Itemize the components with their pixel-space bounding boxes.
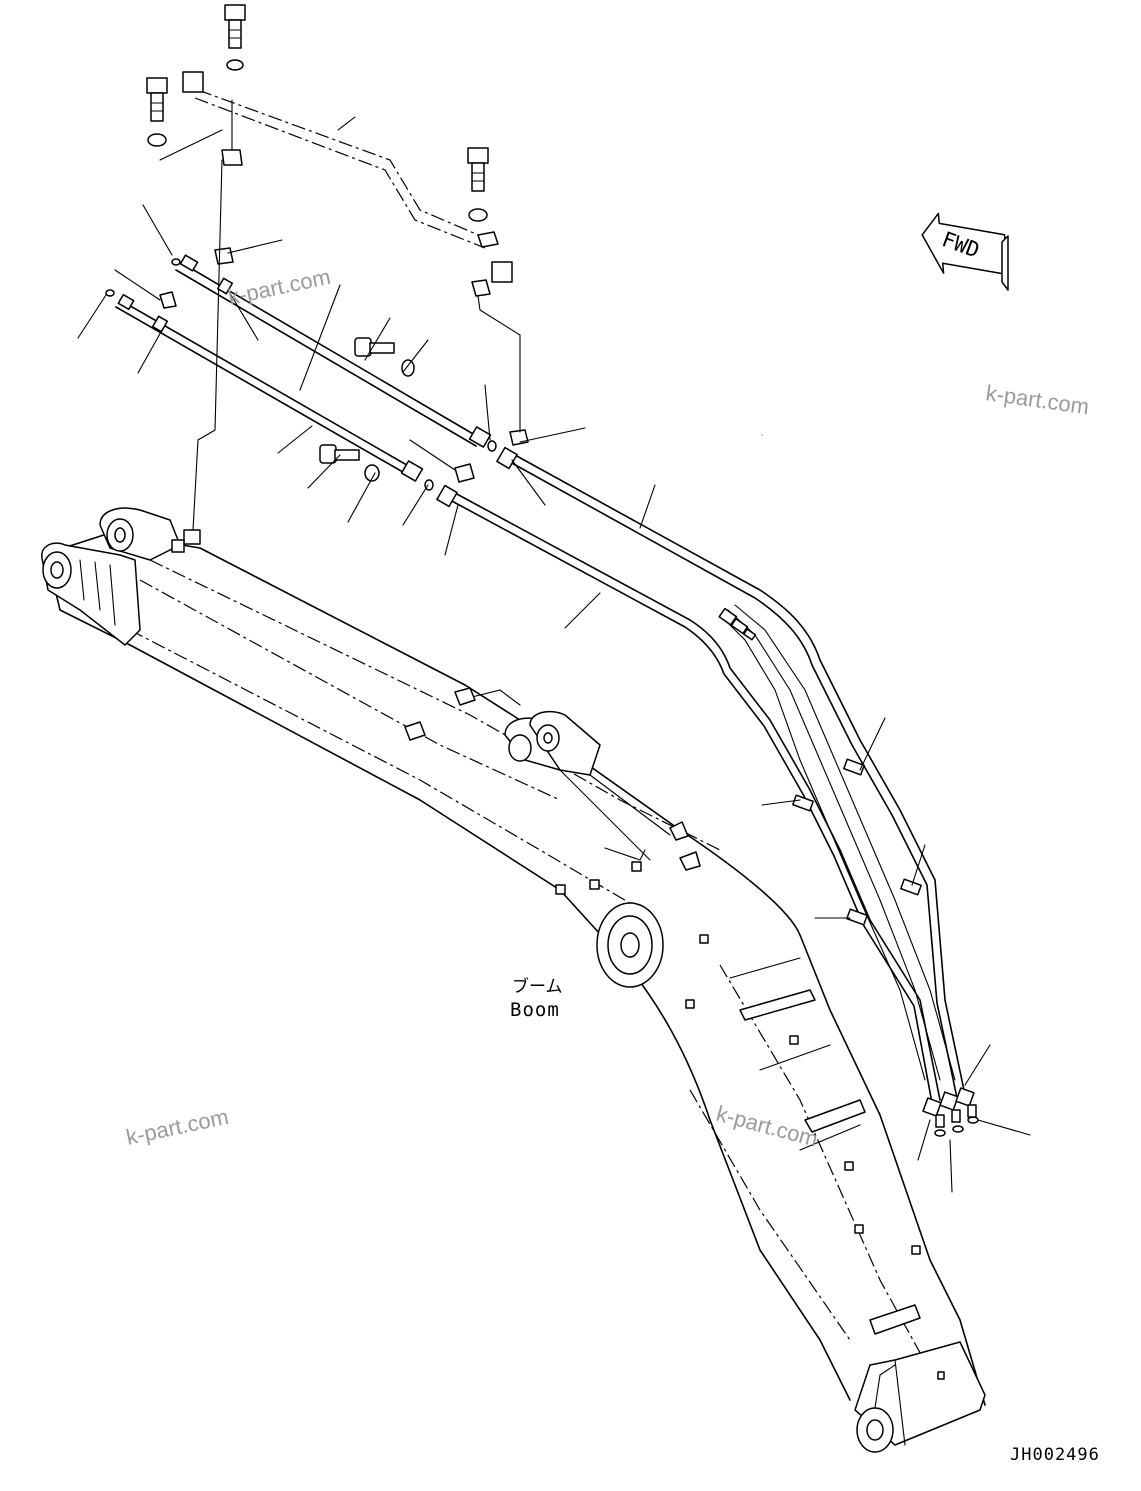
clamp-bracket xyxy=(214,247,234,265)
pipe-flange-block xyxy=(182,71,204,93)
bolt xyxy=(319,444,380,482)
boom-label-en: Boom xyxy=(510,999,560,1021)
fwd-direction-arrow: FWD xyxy=(921,212,1009,291)
bolt xyxy=(467,147,489,222)
pipe-clamp xyxy=(843,758,865,776)
drawing-code: JH002496 xyxy=(1010,1445,1100,1465)
pipe-clamp xyxy=(900,878,922,896)
boom-label-jp: ブーム xyxy=(512,976,563,997)
pipe-flange-block xyxy=(491,261,513,283)
clamp-bracket xyxy=(159,291,177,309)
clamp-bracket xyxy=(454,463,475,483)
watermark: k-part.com xyxy=(226,264,333,310)
watermark: k-part.com xyxy=(714,1101,821,1152)
pipe-clamp xyxy=(846,908,868,926)
bolt xyxy=(224,4,246,71)
clamp-bracket xyxy=(509,429,529,446)
boom-body xyxy=(41,507,986,1453)
watermark: k-part.com xyxy=(124,1104,231,1150)
bolt xyxy=(354,337,415,377)
exploded-pipe-parts xyxy=(77,4,1031,1193)
bolt xyxy=(146,77,168,147)
clamp-bracket xyxy=(471,279,491,297)
watermark: k-part.com xyxy=(984,380,1090,419)
pipe-clamp xyxy=(792,794,814,812)
clamp-bracket xyxy=(221,149,243,166)
clamp-bracket xyxy=(477,231,499,248)
boom-pipe-lines xyxy=(449,454,979,1137)
